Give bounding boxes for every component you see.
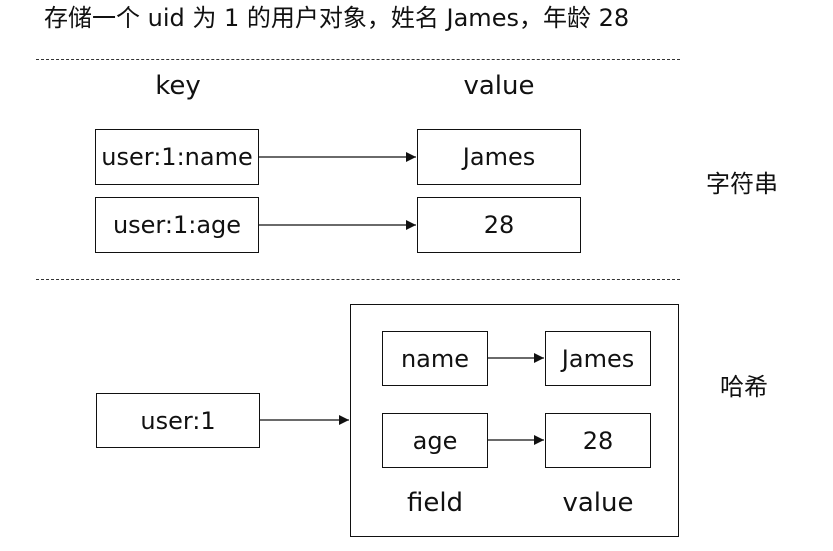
hash-type-label: 哈希 bbox=[720, 373, 768, 401]
hash-field-name-box: name bbox=[382, 331, 488, 386]
diagram-title: 存储一个 uid 为 1 的用户对象，姓名 James，年龄 28 bbox=[44, 4, 630, 32]
string-value-age-box: 28 bbox=[417, 197, 581, 253]
key-header: key bbox=[155, 71, 201, 101]
hash-value-age-box: 28 bbox=[545, 413, 651, 468]
string-key-name-box: user:1:name bbox=[95, 129, 259, 185]
hash-value-header: value bbox=[562, 488, 634, 518]
hash-field-age-box: age bbox=[382, 413, 488, 468]
hash-key-box: user:1 bbox=[96, 393, 260, 448]
hash-value-name-box: James bbox=[545, 331, 651, 386]
string-key-age-box: user:1:age bbox=[95, 197, 259, 253]
value-header: value bbox=[463, 71, 535, 101]
string-type-label: 字符串 bbox=[706, 170, 778, 198]
field-header: field bbox=[406, 488, 464, 518]
hash-container bbox=[350, 304, 679, 537]
middle-divider bbox=[36, 279, 680, 280]
string-value-name-box: James bbox=[417, 129, 581, 185]
top-divider bbox=[36, 59, 680, 60]
